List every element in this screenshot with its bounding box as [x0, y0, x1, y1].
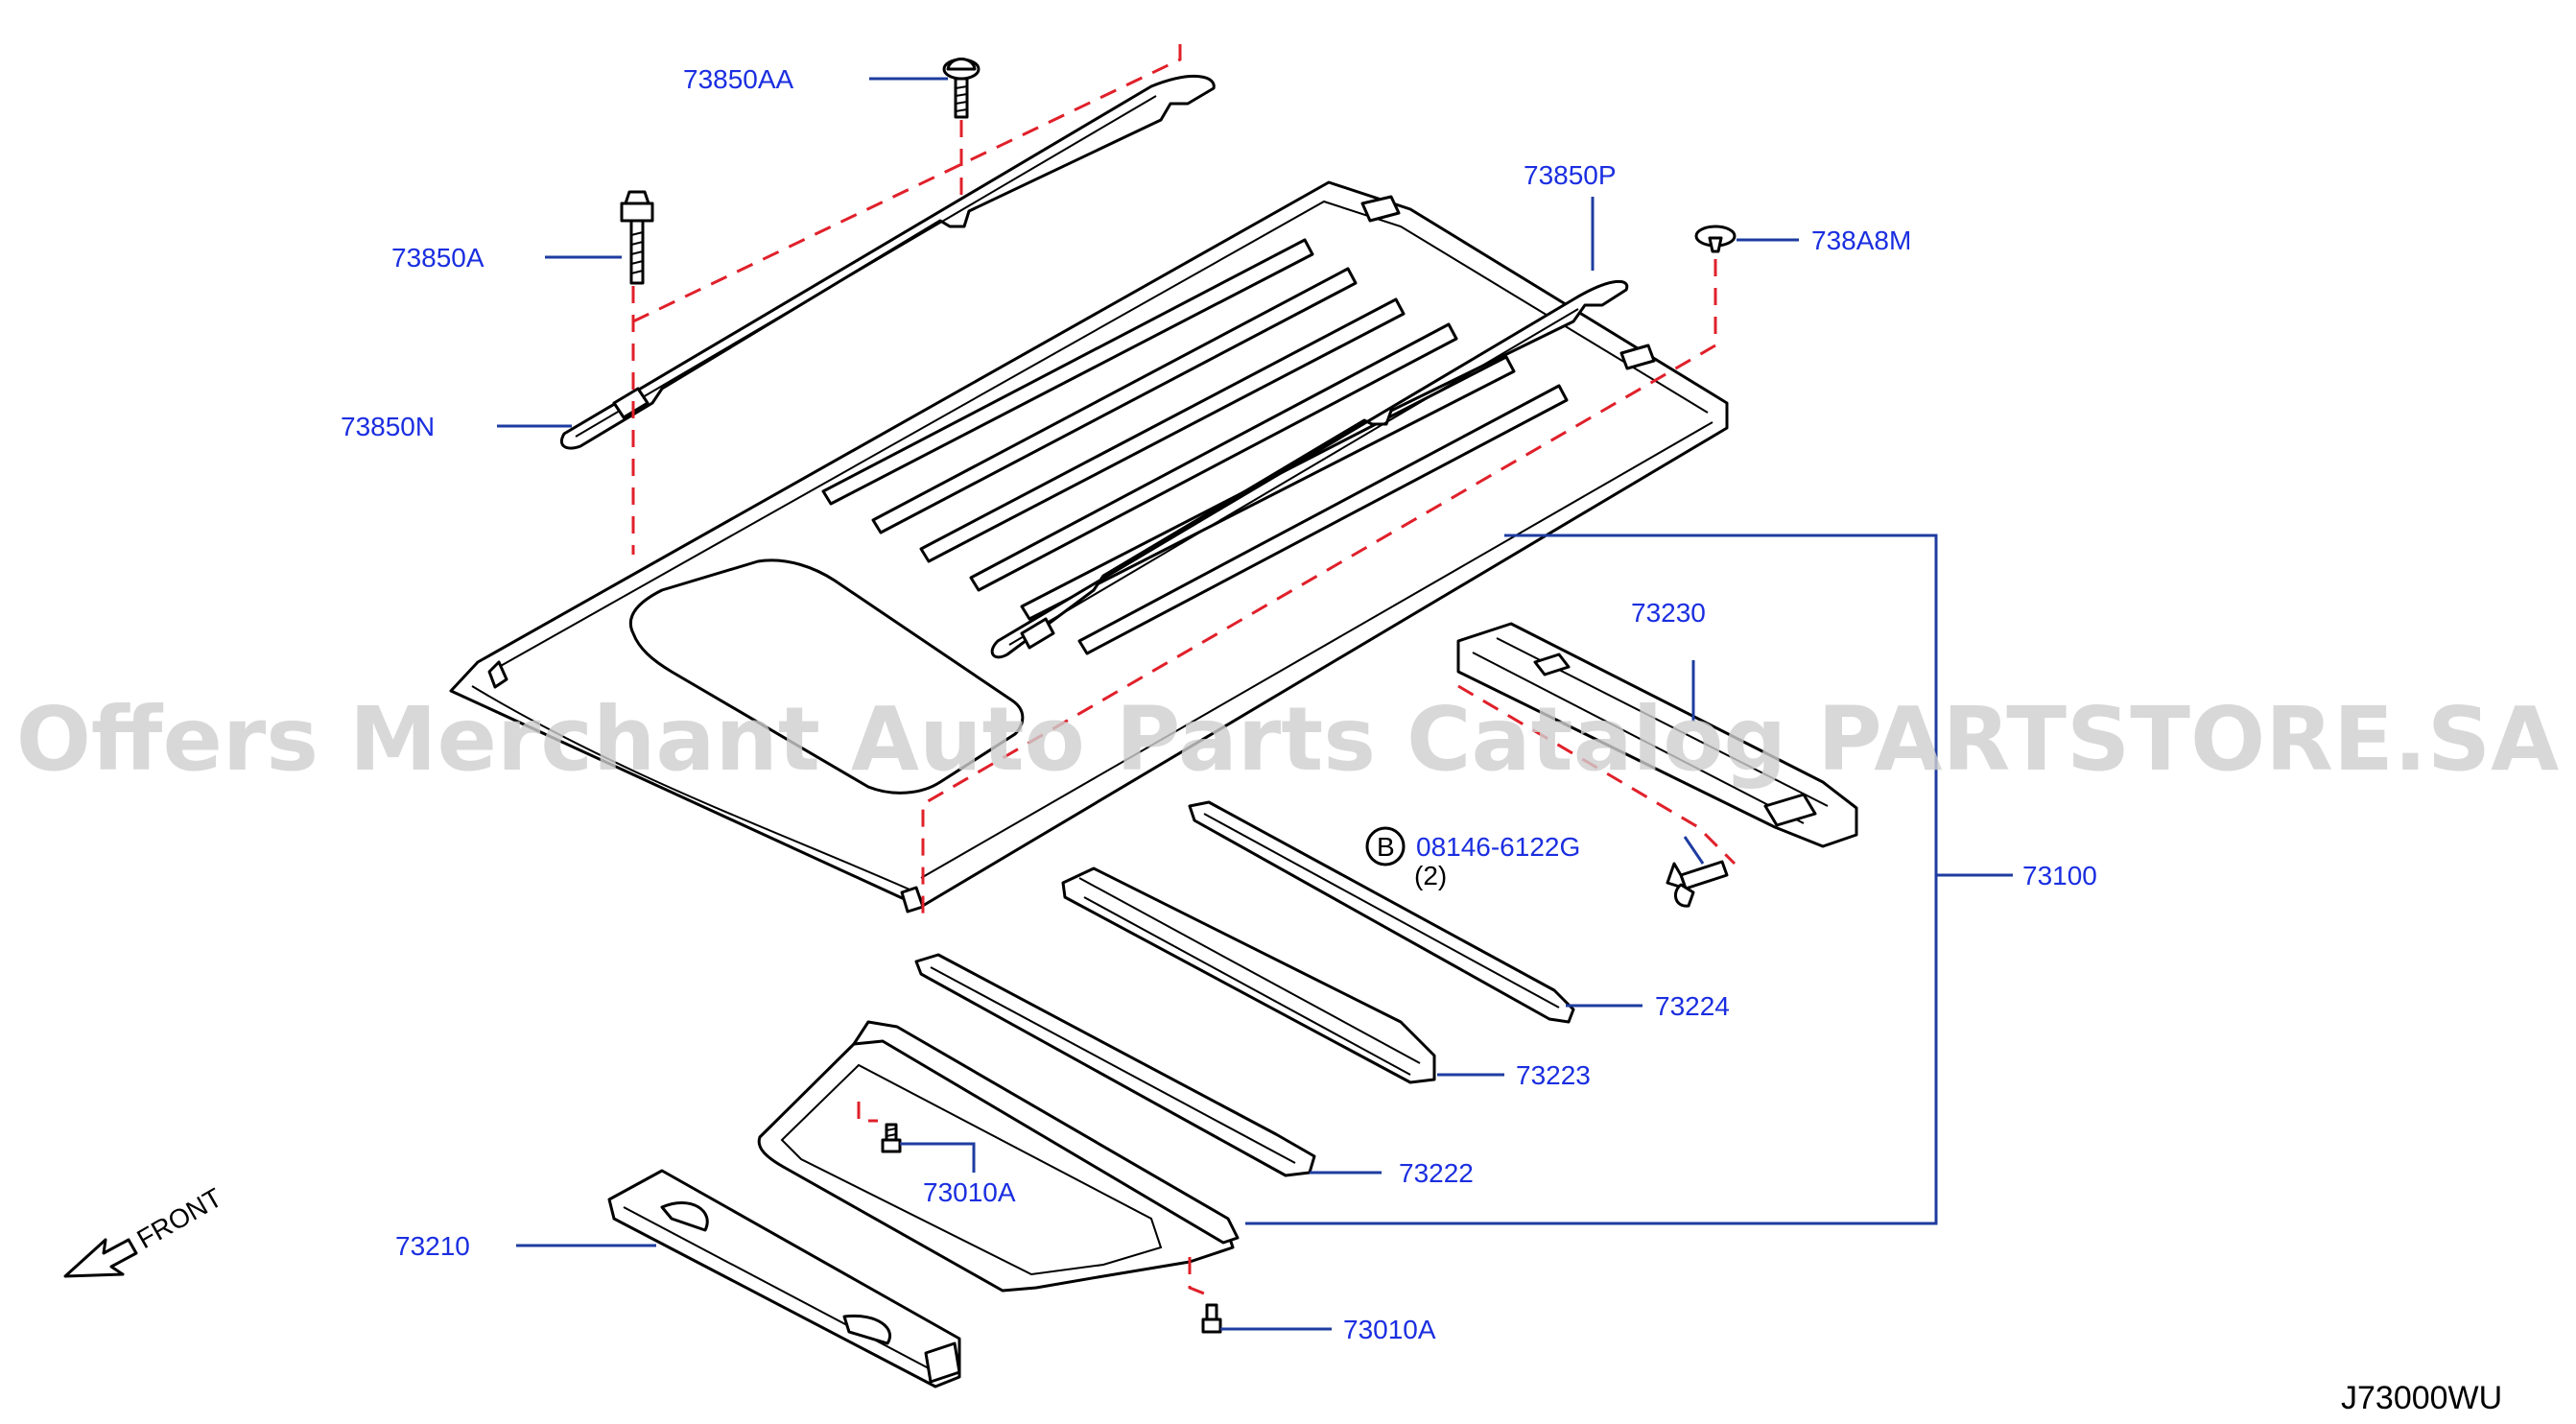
sunroof-bolt-upper[interactable]	[881, 1123, 902, 1153]
label-bolt-b-quantity: (2)	[1414, 861, 1447, 890]
front-label: FRONT	[132, 1182, 227, 1254]
label-73210: 73210	[395, 1231, 470, 1261]
label-73010A-upper: 73010A	[923, 1177, 1016, 1207]
label-73850N: 73850N	[341, 412, 435, 441]
bolt-73850AA[interactable]	[942, 58, 981, 119]
label-08146-6122G: 08146-6122G	[1416, 832, 1580, 862]
label-73100: 73100	[2022, 861, 2097, 890]
sunroof-frame[interactable]	[757, 1020, 1240, 1293]
roof-bow-73222[interactable]	[914, 953, 1316, 1177]
front-roof-header-73210[interactable]	[607, 1169, 961, 1388]
label-73010A-lower: 73010A	[1343, 1315, 1436, 1344]
label-73850A: 73850A	[391, 243, 484, 273]
sunroof-bolt-lower[interactable]	[1201, 1303, 1222, 1334]
leader-lines	[497, 77, 2013, 1331]
roof-bow-73224[interactable]	[1188, 800, 1575, 1024]
roof-panel[interactable]	[449, 180, 1729, 914]
label-73223: 73223	[1516, 1060, 1591, 1090]
label-73850P: 73850P	[1524, 160, 1617, 190]
clip-738A8M[interactable]	[1694, 225, 1737, 253]
roof-rib-1	[821, 238, 1314, 506]
diagram-code: J73000WU	[2341, 1380, 2502, 1416]
bolt-b-callout: B	[1365, 826, 1406, 866]
roof-rib-4	[969, 322, 1458, 592]
roof-rail-left[interactable]	[559, 74, 1216, 450]
roof-rib-2	[871, 267, 1358, 534]
label-73224: 73224	[1655, 991, 1730, 1021]
front-direction-indicator: FRONT	[63, 1182, 227, 1278]
bolt-73850A[interactable]	[620, 190, 654, 285]
watermark: Offers Merchant Auto Parts Catalog PARTS…	[16, 688, 2560, 791]
label-738A8M: 738A8M	[1811, 225, 1911, 255]
label-73850AA: 73850AA	[683, 64, 794, 94]
alignment-lines	[631, 35, 1737, 1297]
roof-rib-3	[919, 297, 1406, 563]
bolt-b-marker: B	[1377, 832, 1395, 862]
label-73230: 73230	[1631, 598, 1706, 628]
bolt-08146-6122G[interactable]	[1666, 860, 1729, 908]
rear-roof-bow-73230[interactable]	[1456, 622, 1858, 848]
roof-bow-73223[interactable]	[1061, 866, 1436, 1084]
label-73222: 73222	[1399, 1158, 1474, 1188]
front-arrow-icon	[63, 1238, 138, 1278]
roof-rail-right[interactable]	[990, 279, 1629, 659]
roof-rib-6	[1077, 384, 1569, 655]
